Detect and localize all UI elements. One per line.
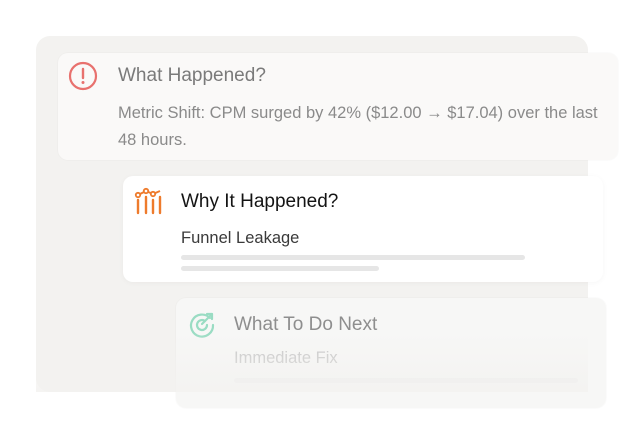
insights-panel: What Happened? Metric Shift: CPM surged … bbox=[36, 36, 618, 408]
card-subtitle: Funnel Leakage bbox=[181, 229, 300, 247]
what-happened-card[interactable]: What Happened? Metric Shift: CPM surged … bbox=[58, 53, 618, 160]
skeleton-line bbox=[234, 378, 578, 383]
skeleton-line bbox=[181, 255, 525, 260]
why-it-happened-card[interactable]: Why It Happened? Funnel Leakage bbox=[123, 176, 603, 282]
skeleton-line bbox=[181, 266, 379, 271]
card-title: Why It Happened? bbox=[181, 191, 339, 212]
target-arrow-icon bbox=[189, 312, 215, 338]
card-title: What To Do Next bbox=[234, 314, 378, 335]
card-subtitle: Immediate Fix bbox=[234, 349, 338, 367]
funnel-chart-icon bbox=[134, 187, 162, 215]
alert-circle-icon bbox=[68, 61, 98, 91]
card-title: What Happened? bbox=[118, 65, 266, 86]
card-body: Metric Shift: CPM surged by 42% ($12.00 … bbox=[118, 104, 598, 149]
what-to-do-next-card[interactable]: What To Do Next Immediate Fix bbox=[176, 298, 606, 408]
